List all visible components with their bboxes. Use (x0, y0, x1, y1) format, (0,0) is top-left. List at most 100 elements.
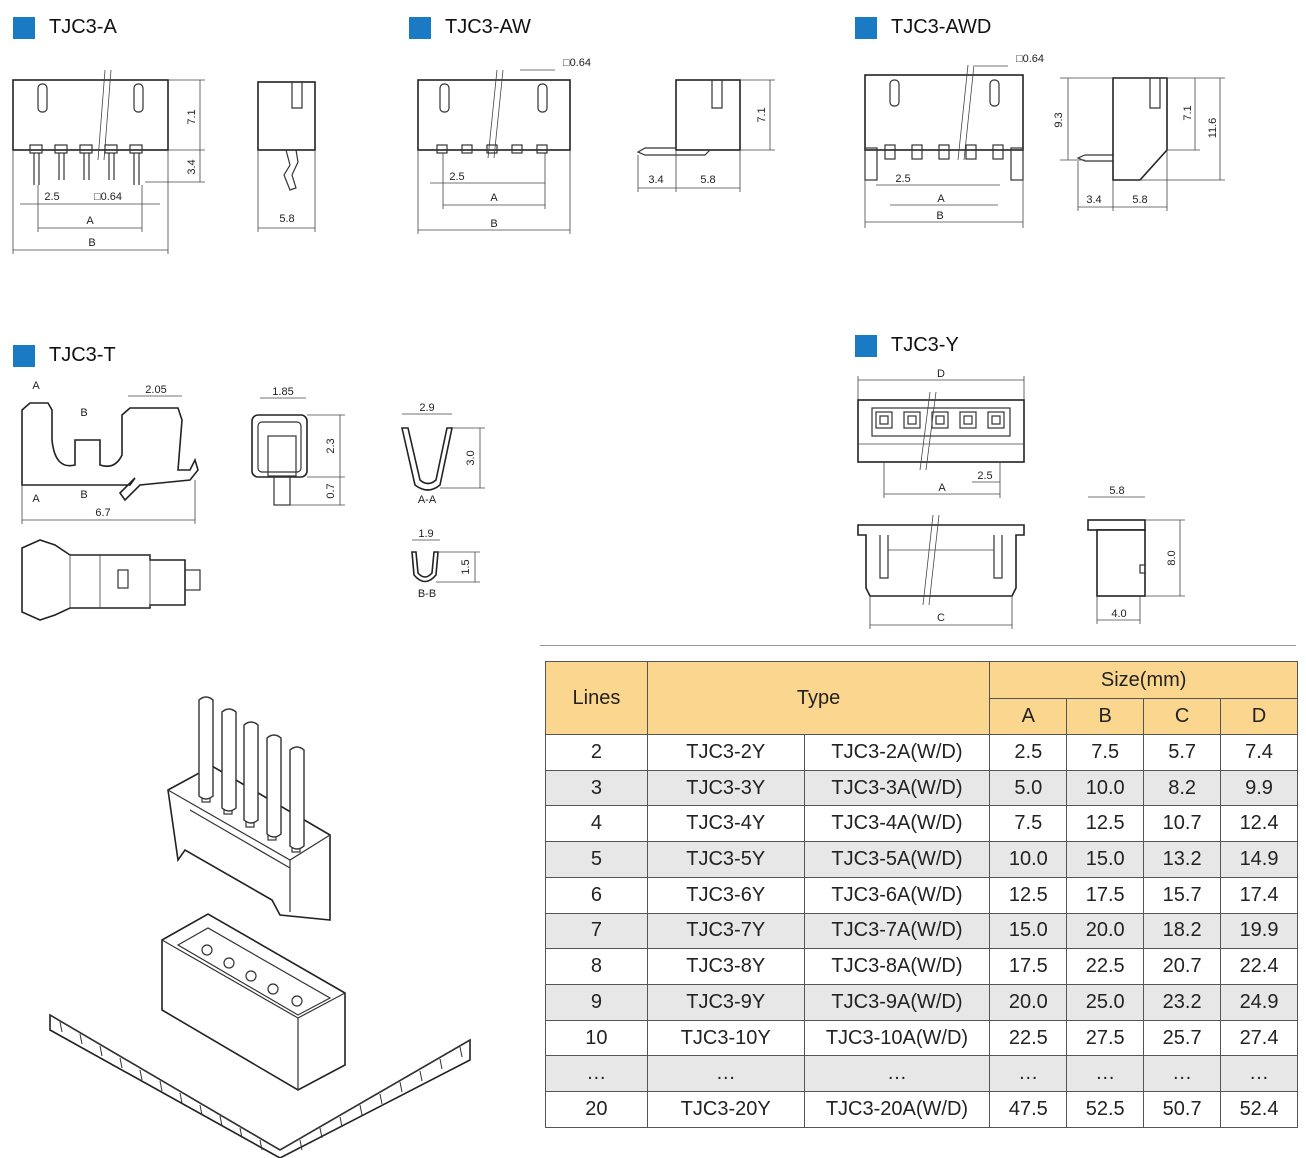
section-title-tjc3-y: TJC3-Y (855, 334, 959, 357)
cell-a: 7.5 (989, 805, 1068, 843)
cell-a-type: TJC3-3A(W/D) (803, 769, 991, 807)
section-label: TJC3-Y (891, 334, 959, 356)
dim-pitch: 2.5 (44, 191, 59, 203)
header-d: D (1220, 698, 1298, 735)
cell-a: 17.5 (989, 948, 1068, 986)
table-row: 4 TJC3-4Y TJC3-4A(W/D) 7.5 12.5 10.7 12.… (545, 805, 1298, 843)
tjc3-aw-front-view: □0.64 2.5 A B (417, 57, 591, 234)
cell-d: 12.4 (1220, 805, 1298, 843)
dim-a: A (937, 193, 945, 205)
cell-b: 27.5 (1066, 1019, 1145, 1057)
table-row: 8 TJC3-8Y TJC3-8A(W/D) 17.5 22.5 20.7 22… (545, 948, 1298, 986)
cell-c: 5.7 (1143, 734, 1222, 771)
dim-b: B (490, 218, 497, 230)
cell-b: 22.5 (1066, 948, 1145, 986)
cell-a: 47.5 (989, 1091, 1068, 1128)
section-a-marker: A (32, 493, 40, 505)
section-label: TJC3-A (49, 16, 117, 38)
tjc3-t-terminal-top-view (21, 539, 201, 621)
section-title-tjc3-a: TJC3-A (13, 16, 117, 39)
cell-d: 24.9 (1220, 984, 1298, 1021)
cell-a-type: TJC3-8A(W/D) (803, 948, 991, 986)
section-title-tjc3-aw: TJC3-AW (409, 16, 531, 39)
section-marker-icon (13, 344, 35, 367)
tjc3-t-terminal-side-view: A B A B 2.05 6.7 (21, 380, 199, 524)
tjc3-y-side-view: 5.8 8.0 4.0 (1087, 485, 1185, 624)
cell-lines: 4 (545, 805, 648, 843)
section-label: TJC3-AW (445, 16, 531, 38)
dim-bottom-depth: 4.0 (1111, 608, 1126, 620)
table-row: 5 TJC3-5Y TJC3-5A(W/D) 10.0 15.0 13.2 14… (545, 841, 1298, 878)
dim-height-overall: 11.6 (1207, 118, 1219, 139)
cell-b: 52.5 (1066, 1091, 1145, 1128)
dim-a: A (490, 192, 498, 204)
dim-a: A (86, 215, 94, 227)
cell-a: 5.0 (989, 769, 1068, 807)
dim-height: 1.5 (460, 559, 472, 574)
table-top-rule (540, 645, 1296, 646)
cell-a-type: TJC3-10A(W/D) (803, 1019, 991, 1057)
cell-lines: 10 (545, 1019, 648, 1057)
dim-depth: 5.8 (1132, 194, 1147, 206)
tjc3-awd-front-view: □0.64 2.5 A B (864, 53, 1044, 228)
dim-height: 7.1 (186, 109, 198, 124)
cell-b: … (1066, 1055, 1145, 1093)
section-marker-icon (13, 16, 35, 39)
cell-lines: 5 (545, 841, 648, 878)
section-b-marker: B (80, 489, 87, 501)
cell-c: 8.2 (1143, 769, 1222, 807)
cell-lines: 20 (545, 1091, 648, 1128)
section-marker-icon (855, 16, 877, 39)
cell-a-type: … (803, 1055, 991, 1093)
cell-d: 14.9 (1220, 841, 1298, 878)
table-row: 20 TJC3-20Y TJC3-20A(W/D) 47.5 52.5 50.7… (545, 1091, 1298, 1128)
cell-d: 7.4 (1220, 734, 1298, 771)
tjc3-a-side-view: 5.8 (257, 81, 316, 232)
cell-c: 25.7 (1143, 1019, 1222, 1057)
tjc3-t-end-view: 1.85 2.3 0.7 (251, 386, 345, 506)
dim-pitch: 2.5 (449, 171, 464, 183)
table-row: 9 TJC3-9Y TJC3-9A(W/D) 20.0 25.0 23.2 24… (545, 984, 1298, 1021)
tjc3-y-top-view: D 2.5 A (857, 368, 1025, 498)
dim-height: 7.1 (756, 107, 768, 122)
cell-y-type: … (646, 1055, 805, 1093)
cell-a-type: TJC3-5A(W/D) (803, 841, 991, 878)
header-c: C (1143, 698, 1222, 735)
cell-y-type: TJC3-2Y (646, 734, 805, 771)
header-size: Size(mm) (989, 661, 1298, 699)
section-b-marker: B (80, 407, 87, 419)
dim-width: 2.9 (419, 402, 434, 414)
cell-a-type: TJC3-20A(W/D) (803, 1091, 991, 1128)
table-row: 3 TJC3-3Y TJC3-3A(W/D) 5.0 10.0 8.2 9.9 (545, 769, 1298, 807)
section-marker-icon (855, 334, 877, 357)
cell-lines: 2 (545, 734, 648, 771)
dim-c: C (937, 612, 945, 624)
cell-c: 15.7 (1143, 876, 1222, 914)
cell-a-type: TJC3-2A(W/D) (803, 734, 991, 771)
cell-y-type: TJC3-10Y (646, 1019, 805, 1057)
dim-pin-size: □0.64 (563, 57, 591, 69)
cell-b: 12.5 (1066, 805, 1145, 843)
dim-offset: 0.7 (325, 483, 337, 498)
cell-b: 10.0 (1066, 769, 1145, 807)
dim-top-depth: 5.8 (1109, 485, 1124, 497)
dim-width: 1.85 (272, 386, 293, 398)
dim-crimp-width: 2.05 (145, 384, 166, 396)
table-row: 6 TJC3-6Y TJC3-6A(W/D) 12.5 17.5 15.7 17… (545, 876, 1298, 914)
dim-height: 8.0 (1166, 550, 1178, 565)
cell-a-type: TJC3-7A(W/D) (803, 912, 991, 950)
cell-c: … (1143, 1055, 1222, 1093)
section-title-tjc3-awd: TJC3-AWD (855, 16, 991, 39)
section-a-marker: A (32, 380, 40, 392)
isometric-assembly-illustration (49, 696, 471, 1158)
dim-height: 3.0 (465, 450, 477, 465)
cell-c: 23.2 (1143, 984, 1222, 1021)
cell-a-type: TJC3-6A(W/D) (803, 876, 991, 914)
cell-d: 52.4 (1220, 1091, 1298, 1128)
header-b: B (1066, 698, 1145, 735)
section-a-a-view: 2.9 3.0 A-A (400, 402, 485, 506)
cell-lines: 9 (545, 984, 648, 1021)
cell-c: 20.7 (1143, 948, 1222, 986)
tjc3-aw-side-view: 7.1 3.4 5.8 (636, 79, 775, 192)
